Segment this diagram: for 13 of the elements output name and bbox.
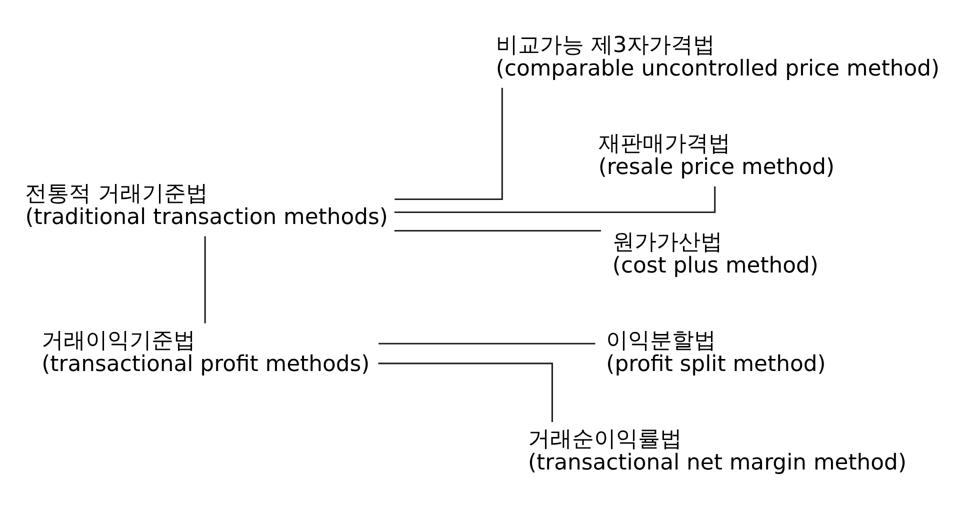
node-text: 전통적 거래기준법 (traditional transaction methods) — [25, 182, 388, 230]
node-text: 거래이익기준법 (transactional profit methods) — [42, 328, 370, 378]
connector — [394, 230, 601, 232]
connector — [394, 88, 503, 200]
connector — [378, 362, 553, 422]
node-text: 재판매가격법 (resale price method) — [598, 132, 835, 180]
connector — [204, 236, 206, 324]
node-text: 거래순이익률법 (transactional net margin method) — [528, 427, 906, 476]
connector — [394, 186, 716, 214]
node-text: 이익분할법 (profit split method) — [606, 328, 826, 378]
node-text: 비교가능 제3자가격법 (comparable uncontrolled price method) — [496, 33, 940, 82]
connector — [378, 342, 596, 344]
node-text: 원가가산법 (cost plus method) — [612, 230, 818, 279]
